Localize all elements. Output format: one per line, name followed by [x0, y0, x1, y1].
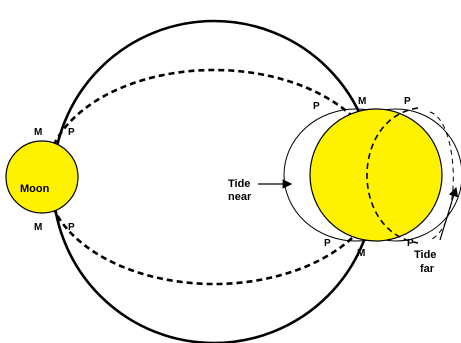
earth-p-top-right-label: P — [404, 96, 411, 107]
earth-p-top-left-label: P — [313, 101, 320, 112]
moon-m-bottom-label: M — [34, 222, 42, 233]
earth-p-bottom-left-label: P — [324, 238, 331, 249]
earth-m-bottom-label: M — [357, 248, 365, 259]
tide-near-label-line2: near — [228, 191, 252, 203]
tide-near-label-line1: Tide — [228, 178, 250, 190]
earth-p-bottom-right-label: P — [407, 238, 414, 249]
earth-inner-dashed-arc — [366, 107, 419, 244]
tide-far-arrow — [439, 186, 459, 241]
moon-p-top-label: P — [68, 127, 75, 138]
tide-far-label-line1: Tide — [414, 249, 436, 261]
outer-dashed-curve — [429, 111, 454, 241]
tide-far-label-line2: far — [420, 263, 435, 275]
moon-m-top-label: M — [34, 127, 42, 138]
moon-body — [5, 140, 79, 214]
earth-body — [309, 108, 443, 242]
moon-p-bottom-label: P — [68, 222, 75, 233]
moon-label: Moon — [20, 183, 50, 195]
earth-m-top-label: M — [358, 96, 366, 107]
